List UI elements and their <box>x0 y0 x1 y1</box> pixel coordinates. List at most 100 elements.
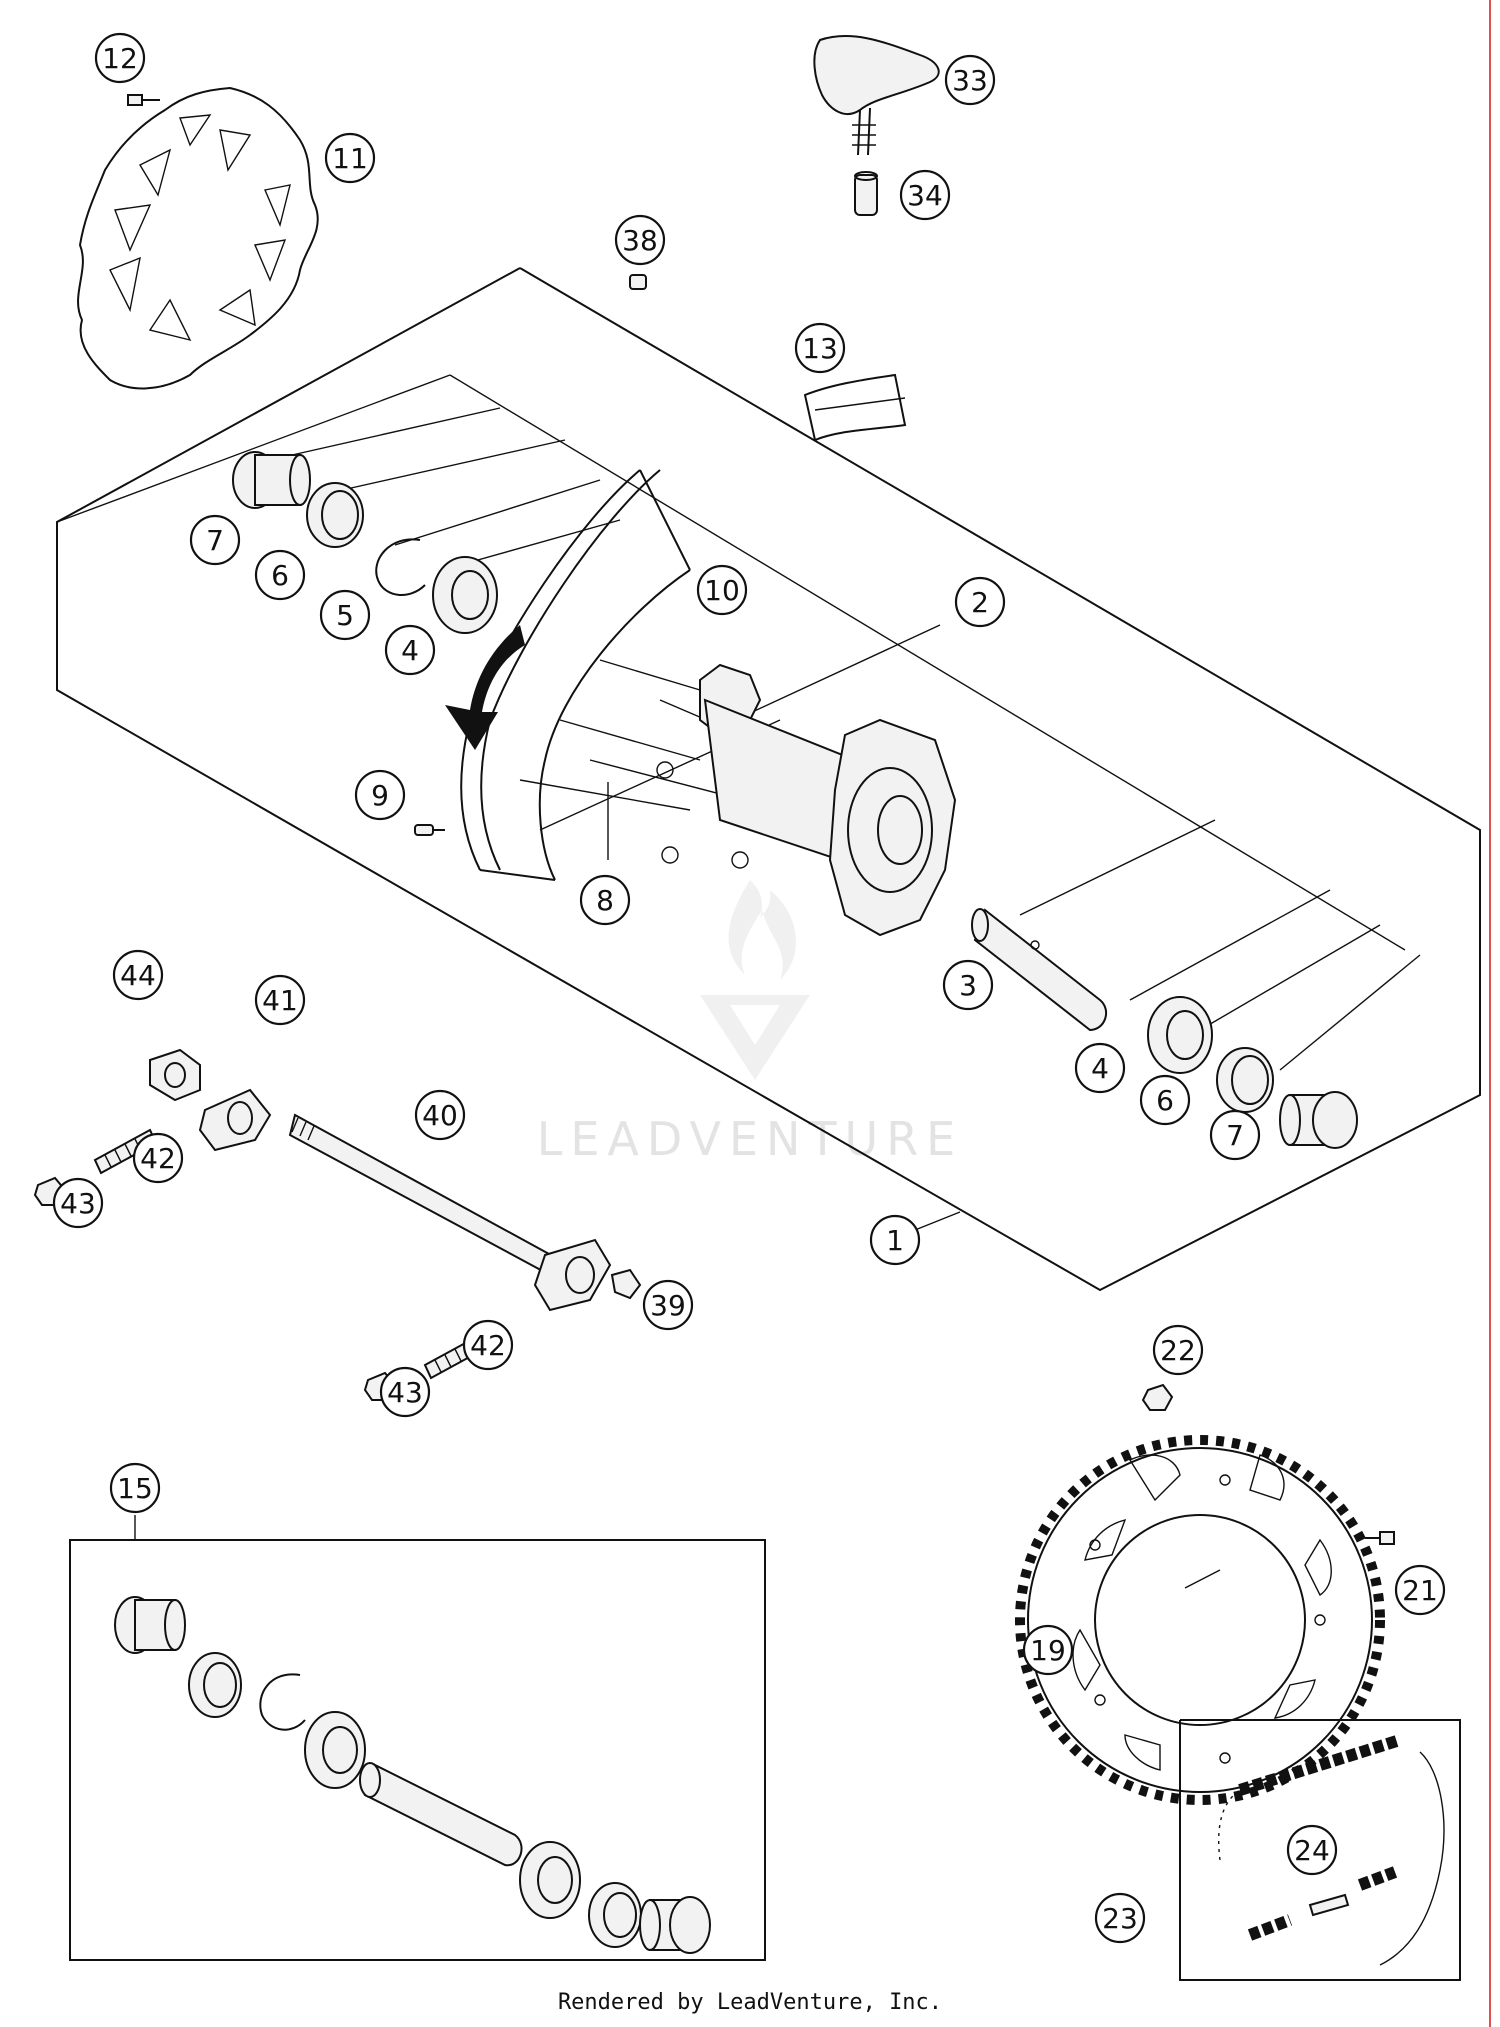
callout-number: 42 <box>470 1329 506 1362</box>
callout-number: 13 <box>802 332 838 365</box>
spacer-sleeve <box>854 171 878 216</box>
callout-circle <box>1139 1074 1191 1126</box>
callout-number: 38 <box>622 224 658 257</box>
callout-circle <box>579 874 631 926</box>
part-callouts: 1234456677891011121315192122232433343839… <box>52 32 1446 1944</box>
callout-p4b: 4 <box>1074 1042 1126 1094</box>
callout-circle <box>869 1214 921 1266</box>
callout-number: 21 <box>1402 1574 1438 1607</box>
rear-sprocket <box>1015 1435 1385 1805</box>
disc-bolt <box>127 94 160 106</box>
callout-number: 39 <box>650 1289 686 1322</box>
bearing-kit-parts <box>114 1596 711 1954</box>
callout-number: 34 <box>907 179 943 212</box>
sprocket-nut <box>1141 1383 1174 1411</box>
callout-number: 9 <box>371 779 389 812</box>
callout-p22: 22 <box>1152 1324 1204 1376</box>
callout-p8: 8 <box>579 874 631 926</box>
callout-number: 8 <box>596 884 614 917</box>
callout-number: 6 <box>271 559 289 592</box>
callout-p9: 9 <box>354 769 406 821</box>
callout-number: 43 <box>387 1376 423 1409</box>
callout-circle <box>254 549 306 601</box>
callout-circle <box>52 1177 104 1229</box>
callout-number: 44 <box>120 959 156 992</box>
callout-circle <box>1286 1824 1338 1876</box>
bearing-kit-box <box>69 1515 766 1961</box>
callout-number: 33 <box>952 64 988 97</box>
callout-circle <box>189 514 241 566</box>
callout-circle <box>944 54 996 106</box>
callout-circle <box>1094 1892 1146 1944</box>
callout-p21: 21 <box>1394 1564 1446 1616</box>
chain-kit-box <box>1179 1719 1461 1981</box>
callout-p2: 2 <box>954 576 1006 628</box>
hub-spacer-right <box>1279 1091 1358 1149</box>
callout-p23: 23 <box>1094 1892 1146 1944</box>
callout-number: 6 <box>1156 1084 1174 1117</box>
callout-circle <box>379 1366 431 1418</box>
callout-number: 11 <box>332 142 368 175</box>
callout-circle <box>1022 1624 1074 1676</box>
callout-p15: 15 <box>109 1462 161 1514</box>
callout-circle <box>384 624 436 676</box>
callout-p3: 3 <box>942 959 994 1011</box>
callout-circle <box>94 32 146 84</box>
callout-number: 10 <box>704 574 740 607</box>
callout-number: 7 <box>206 524 224 557</box>
callout-number: 2 <box>971 586 989 619</box>
callout-p19: 19 <box>1022 1624 1074 1676</box>
hub-spacer-left <box>232 451 311 509</box>
callout-number: 19 <box>1030 1634 1066 1667</box>
callout-p34: 34 <box>899 169 951 221</box>
bearing-right <box>1147 996 1213 1074</box>
callout-number: 22 <box>1160 1334 1196 1367</box>
rotation-arrow <box>445 625 525 750</box>
callout-p12: 12 <box>94 32 146 84</box>
callout-circle <box>414 1089 466 1141</box>
callout-p33: 33 <box>944 54 996 106</box>
callout-p4a: 4 <box>384 624 436 676</box>
callout-number: 24 <box>1294 1834 1330 1867</box>
callout-number: 4 <box>401 634 419 667</box>
callout-circle <box>614 214 666 266</box>
rubber-pad <box>813 34 940 156</box>
callout-p10: 10 <box>696 564 748 616</box>
callout-number: 12 <box>102 42 138 75</box>
callout-circle <box>899 169 951 221</box>
callout-circle <box>354 769 406 821</box>
brake-disc <box>77 86 319 390</box>
callout-p42a: 42 <box>132 1132 184 1184</box>
callout-number: 41 <box>262 984 298 1017</box>
chain-master-link <box>1308 1893 1350 1917</box>
drive-chain <box>1218 1734 1445 1966</box>
callout-circle <box>254 974 306 1026</box>
bearing-left <box>432 556 498 634</box>
callout-p6a: 6 <box>254 549 306 601</box>
callout-circle <box>324 132 376 184</box>
seal-ring-right <box>1216 1047 1274 1113</box>
callout-number: 42 <box>140 1142 176 1175</box>
callout-p43b: 43 <box>379 1366 431 1418</box>
spoke-nipple <box>414 824 445 836</box>
callout-p40: 40 <box>414 1089 466 1141</box>
callout-circle <box>112 949 164 1001</box>
callout-circle <box>696 564 748 616</box>
sprocket-bolt <box>1365 1531 1395 1545</box>
callout-number: 5 <box>336 599 354 632</box>
callout-p1: 1 <box>869 1214 921 1266</box>
callout-p44: 44 <box>112 949 164 1001</box>
callout-number: 23 <box>1102 1902 1138 1935</box>
spacer-tube <box>971 908 1108 1032</box>
callout-number: 3 <box>959 969 977 1002</box>
callout-p11: 11 <box>324 132 376 184</box>
callout-p24: 24 <box>1286 1824 1338 1876</box>
callout-p39: 39 <box>642 1279 694 1331</box>
callout-p43a: 43 <box>52 1177 104 1229</box>
callout-number: 43 <box>60 1187 96 1220</box>
callout-circle <box>942 959 994 1011</box>
callout-p6b: 6 <box>1139 1074 1191 1126</box>
callout-p5: 5 <box>319 589 371 641</box>
valve-cap <box>629 274 647 290</box>
